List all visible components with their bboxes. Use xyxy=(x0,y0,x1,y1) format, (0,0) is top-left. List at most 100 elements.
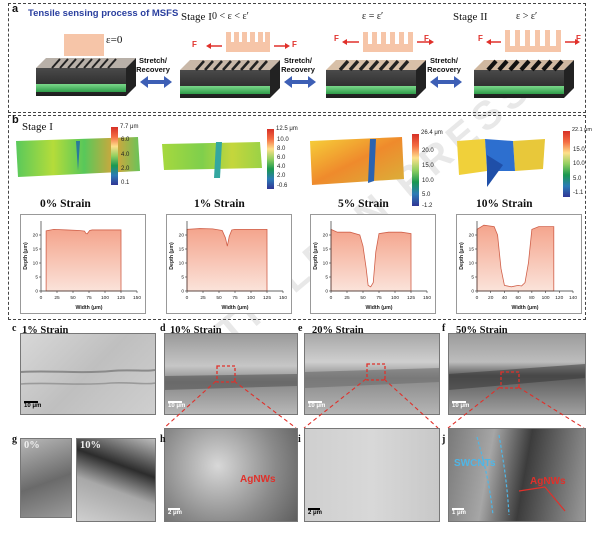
x-axis-label: Width (μm) xyxy=(221,305,248,311)
sem-c-cracks xyxy=(21,369,155,385)
x-tick-label: 0 xyxy=(330,295,333,301)
y-tick-label: 20 xyxy=(469,233,475,239)
stretch-recovery-label-2: Stretch/ Recovery xyxy=(281,56,315,74)
panel-a-frame xyxy=(8,3,586,113)
y-tick-label: 15 xyxy=(33,247,39,253)
sem-h-annotation: AgNWs xyxy=(240,474,276,485)
y-tick-label: 10 xyxy=(33,261,39,267)
sem-c-scale: 10 μm xyxy=(24,403,42,409)
colorbar-3 xyxy=(563,131,570,197)
x-axis-label: Width (μm) xyxy=(365,305,392,311)
sensor-block-4 xyxy=(474,59,574,98)
y-tick-label: 5 xyxy=(35,275,38,281)
x-tick-label: 50 xyxy=(216,295,222,301)
sensor-block-2 xyxy=(180,60,280,98)
sem-j-scale: 1 μm xyxy=(452,510,467,516)
x-tick-label: 25 xyxy=(344,295,350,301)
colorbar-2-tick: 20.0 xyxy=(422,148,434,154)
sem-e-scale: 10 μm xyxy=(308,403,326,409)
stretch-arrow-3 xyxy=(430,76,462,88)
condition-2: ε = ε′ xyxy=(362,11,384,22)
sem-e-texture xyxy=(305,363,439,388)
condition-1: 0 < ε < ε′ xyxy=(212,11,249,22)
colorbar-3-tick: 5.0 xyxy=(573,176,582,182)
colorbar-0-tick: 0.1 xyxy=(121,180,130,186)
colorbar-1-max: 12.5 μm xyxy=(276,126,298,132)
profile-area xyxy=(476,224,555,292)
stage-2-label: Stage II xyxy=(453,11,488,23)
sem-h-label: h xyxy=(160,434,166,445)
x-tick-label: 100 xyxy=(391,295,399,301)
colorbar-2 xyxy=(412,134,419,206)
heightmap-0 xyxy=(16,137,140,177)
force-right-2: F xyxy=(424,34,429,43)
y-tick-label: 0 xyxy=(325,289,328,295)
condition-3: ε > ε′ xyxy=(516,11,538,22)
colorbar-2-tick: 10.0 xyxy=(422,178,434,184)
y-tick-label: 20 xyxy=(33,233,39,239)
sem-c-scalebar xyxy=(24,401,38,403)
x-tick-label: 60 xyxy=(515,295,521,301)
y-tick-label: 15 xyxy=(469,247,475,253)
x-tick-label: 0 xyxy=(476,295,479,301)
y-tick-label: 10 xyxy=(469,261,475,267)
y-tick-label: 5 xyxy=(181,275,184,281)
y-axis-label: Depth (μm) xyxy=(313,242,319,270)
colorbar-0-tick: 4.0 xyxy=(121,152,130,158)
strain-label-1: 1% Strain xyxy=(194,198,245,210)
panel-a-title: Tensile sensing process of MSFS xyxy=(28,8,179,19)
stage-1-label: Stage I xyxy=(181,11,212,23)
stretch-recovery-label-1: Stretch/ Recovery xyxy=(136,56,170,74)
colorbar-3-tick: -1.1 xyxy=(573,190,584,196)
y-tick-label: 0 xyxy=(471,289,474,295)
comb-1 xyxy=(206,32,290,52)
sem-c-title: 1% Strain xyxy=(22,325,69,336)
sem-j xyxy=(448,428,586,522)
sem-d-texture xyxy=(165,365,297,390)
colorbar-3-tick: 15.0 xyxy=(573,147,585,153)
x-tick-label: 75 xyxy=(232,295,238,301)
profile-area xyxy=(186,228,268,292)
colorbar-0-tick: 2.0 xyxy=(121,166,130,172)
x-tick-label: 20 xyxy=(488,295,494,301)
stretch-recovery-label-3: Stretch/ Recovery xyxy=(427,56,461,74)
y-tick-label: 0 xyxy=(35,289,38,295)
x-tick-label: 75 xyxy=(86,295,92,301)
colorbar-2-max: 26.4 μm xyxy=(421,130,443,136)
sensor-block-3 xyxy=(326,59,426,98)
x-axis-label: Width (μm) xyxy=(511,305,538,311)
y-axis-label: Depth (μm) xyxy=(169,242,175,270)
colorbar-1-tick: 4.0 xyxy=(277,164,286,170)
x-tick-label: 40 xyxy=(502,295,508,301)
x-tick-label: 125 xyxy=(407,295,415,301)
colorbar-0-max: 7.7 μm xyxy=(120,124,139,130)
sem-g-right xyxy=(76,438,156,522)
epsilon-zero: ε=0 xyxy=(106,34,123,46)
sem-j-annotation-agnws: AgNWs xyxy=(530,476,566,487)
strain-label-3: 10% Strain xyxy=(476,198,533,210)
x-tick-label: 120 xyxy=(555,295,563,301)
colorbar-1-tick: 2.0 xyxy=(277,173,286,179)
y-tick-label: 20 xyxy=(323,233,329,239)
profile-area xyxy=(45,228,122,292)
x-tick-label: 150 xyxy=(279,295,287,301)
colorbar-2-tick: 15.0 xyxy=(422,163,434,169)
y-tick-label: 5 xyxy=(325,275,328,281)
sem-i-label: i xyxy=(298,434,301,445)
colorbar-3-tick: 10.0 xyxy=(573,161,585,167)
sem-i xyxy=(304,428,440,522)
colorbar-1-tick: -0.6 xyxy=(277,183,288,189)
panel-b-stage: Stage I xyxy=(22,121,53,133)
sem-e-label: e xyxy=(298,323,303,334)
panel-a-schematic xyxy=(36,30,580,98)
colorbar-1-tick: 10.0 xyxy=(277,137,289,143)
y-tick-label: 10 xyxy=(179,261,185,267)
comb-0 xyxy=(64,34,104,56)
sem-g-left xyxy=(20,438,72,518)
heightmap-1 xyxy=(162,142,262,178)
